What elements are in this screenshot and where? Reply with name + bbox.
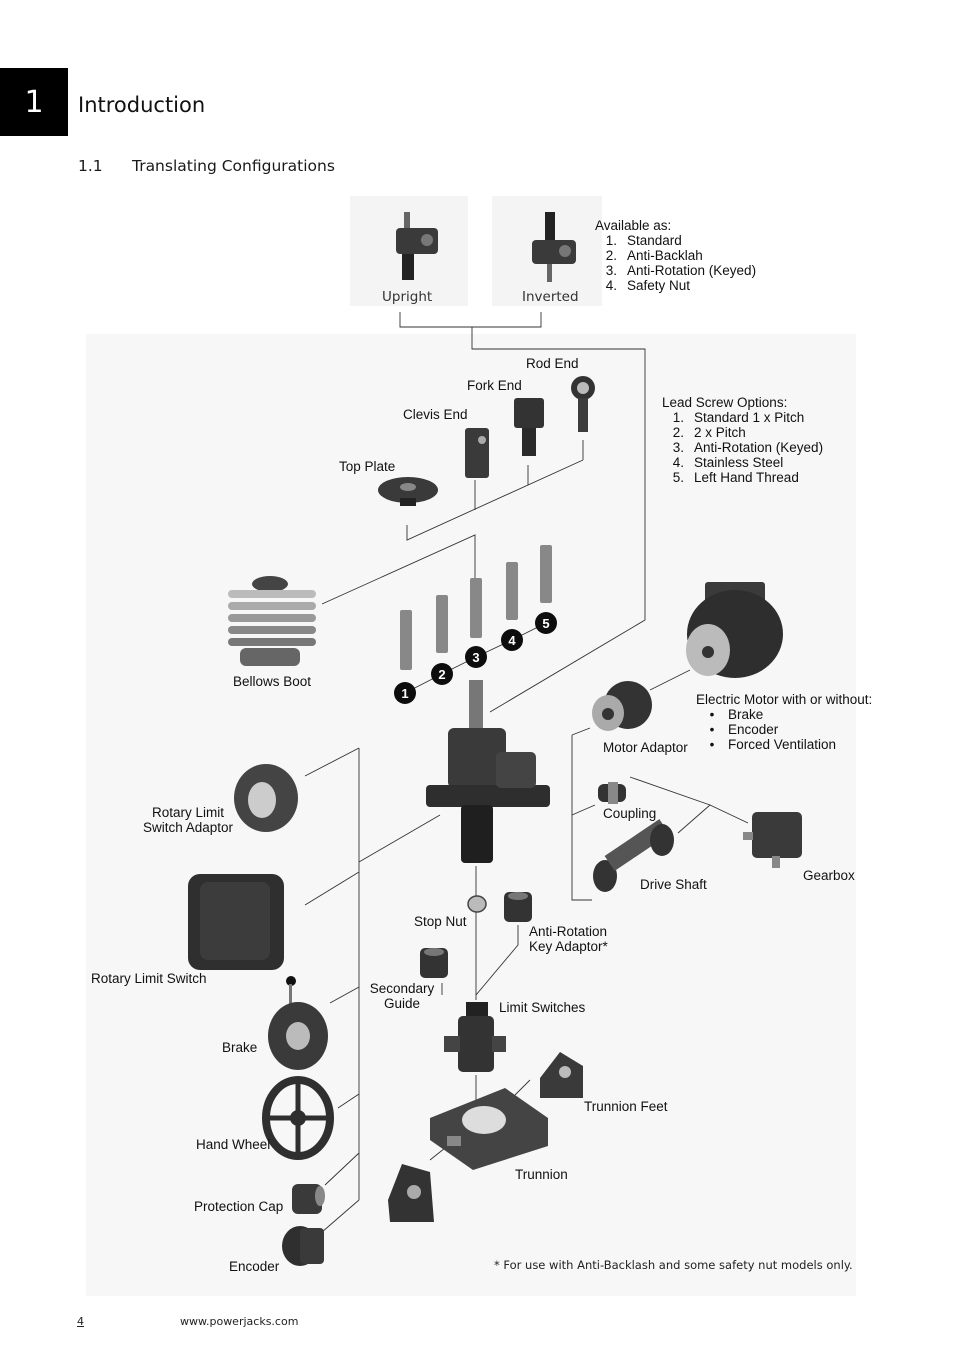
upright-jack-icon — [396, 212, 438, 280]
top-plate-icon — [378, 477, 438, 506]
trunnion-label: Trunnion — [515, 1167, 568, 1182]
chapter-title: Introduction — [78, 93, 206, 117]
chapter-number-box: 1 — [0, 68, 68, 136]
protection-cap-icon — [292, 1184, 325, 1214]
page-number: 4 — [77, 1315, 84, 1328]
list-item: 4.Safety Nut — [605, 278, 691, 293]
list-item: 4.Stainless Steel — [672, 455, 784, 470]
inverted-jack-icon — [532, 212, 576, 282]
top-plate-label: Top Plate — [339, 459, 396, 474]
gearbox-label: Gearbox — [803, 868, 855, 883]
chapter-number: 1 — [24, 84, 44, 120]
footnote: * For use with Anti-Backlash and some sa… — [494, 1258, 853, 1272]
rotary-limit-switch-adaptor-label: Rotary Limit Switch Adaptor — [142, 805, 234, 835]
list-item: 2.2 x Pitch — [672, 425, 746, 440]
screw-badge-5: 5 — [535, 612, 557, 634]
list-item: 3.Anti-Rotation (Keyed) — [605, 263, 757, 278]
electric-motor-heading: Electric Motor with or without: — [696, 692, 873, 707]
section-number: 1.1 — [78, 157, 103, 175]
brake-icon — [268, 976, 328, 1070]
stop-nut-icon — [467, 895, 487, 913]
list-item: •Encoder — [709, 722, 779, 737]
coupling-icon — [598, 782, 626, 804]
lead-screw-options-list: Lead Screw Options: 1.Standard 1 x Pitch… — [662, 395, 823, 485]
section-title: Translating Configurations — [132, 157, 335, 175]
rotary-limit-switch-adaptor-icon — [234, 764, 298, 832]
screw-badge-2: 2 — [431, 663, 453, 685]
limit-switches-icon — [444, 1002, 506, 1072]
screw-badge-4: 4 — [501, 629, 523, 651]
drive-shaft-label: Drive Shaft — [640, 877, 707, 892]
rod-end-icon — [571, 376, 595, 432]
list-item: 5.Left Hand Thread — [672, 470, 799, 485]
encoder-label: Encoder — [229, 1259, 280, 1274]
list-item: 1.Standard — [605, 233, 682, 248]
rotary-limit-switch-icon — [188, 874, 284, 970]
fork-end-icon — [514, 398, 544, 456]
bellows-boot-icon — [228, 576, 316, 666]
motor-adaptor-label: Motor Adaptor — [603, 740, 688, 755]
bellows-boot-label: Bellows Boot — [233, 674, 312, 689]
protection-cap-label: Protection Cap — [194, 1199, 284, 1214]
screw-badge-1: 1 — [394, 682, 416, 704]
brake-label: Brake — [222, 1040, 258, 1055]
upright-label: Upright — [382, 289, 433, 305]
secondary-guide-icon — [420, 948, 448, 978]
list-item: •Forced Ventilation — [709, 737, 837, 752]
coupling-label: Coupling — [603, 806, 657, 821]
gearbox-icon — [743, 812, 802, 868]
lead-screw-heading: Lead Screw Options: — [662, 395, 788, 410]
clevis-end-icon — [465, 428, 489, 478]
trunnion-feet-label: Trunnion Feet — [584, 1099, 668, 1114]
secondary-guide-label: Secondary Guide — [369, 981, 435, 1011]
stop-nut-label: Stop Nut — [414, 914, 467, 929]
screw-jack-icon — [426, 680, 550, 863]
list-item: 1.Standard 1 x Pitch — [672, 410, 805, 425]
list-item: 2.Anti-Backlah — [605, 248, 703, 263]
anti-rotation-key-adaptor-label: Anti-Rotation Key Adaptor* — [529, 924, 608, 954]
electric-motor-options: Electric Motor with or without: •Brake •… — [696, 692, 872, 752]
drive-shaft-icon — [593, 819, 674, 892]
connector-lines — [304, 312, 749, 1233]
footer-url[interactable]: www.powerjacks.com — [180, 1315, 299, 1328]
hand-wheel-label: Hand Wheel — [196, 1137, 271, 1152]
available-as-list: Available as: 1.Standard 2.Anti-Backlah … — [595, 218, 756, 293]
available-as-heading: Available as: — [595, 218, 672, 233]
limit-switches-label: Limit Switches — [499, 1000, 586, 1015]
rod-end-label: Rod End — [526, 356, 579, 371]
electric-motor-icon — [686, 582, 783, 678]
list-item: •Brake — [709, 707, 764, 722]
clevis-end-label: Clevis End — [403, 407, 468, 422]
trunnion-icon — [430, 1088, 548, 1170]
hand-wheel-icon — [262, 1076, 334, 1160]
rotary-limit-switch-label: Rotary Limit Switch — [91, 971, 207, 986]
motor-adaptor-icon — [592, 681, 652, 731]
fork-end-label: Fork End — [467, 378, 522, 393]
screw-badge-3: 3 — [465, 646, 487, 668]
trunnion-feet-icon — [388, 1052, 583, 1222]
list-item: 3.Anti-Rotation (Keyed) — [672, 440, 824, 455]
lead-screws — [400, 545, 552, 670]
inverted-label: Inverted — [522, 289, 579, 305]
anti-rotation-key-adaptor-icon — [504, 892, 532, 922]
encoder-icon — [282, 1226, 324, 1266]
